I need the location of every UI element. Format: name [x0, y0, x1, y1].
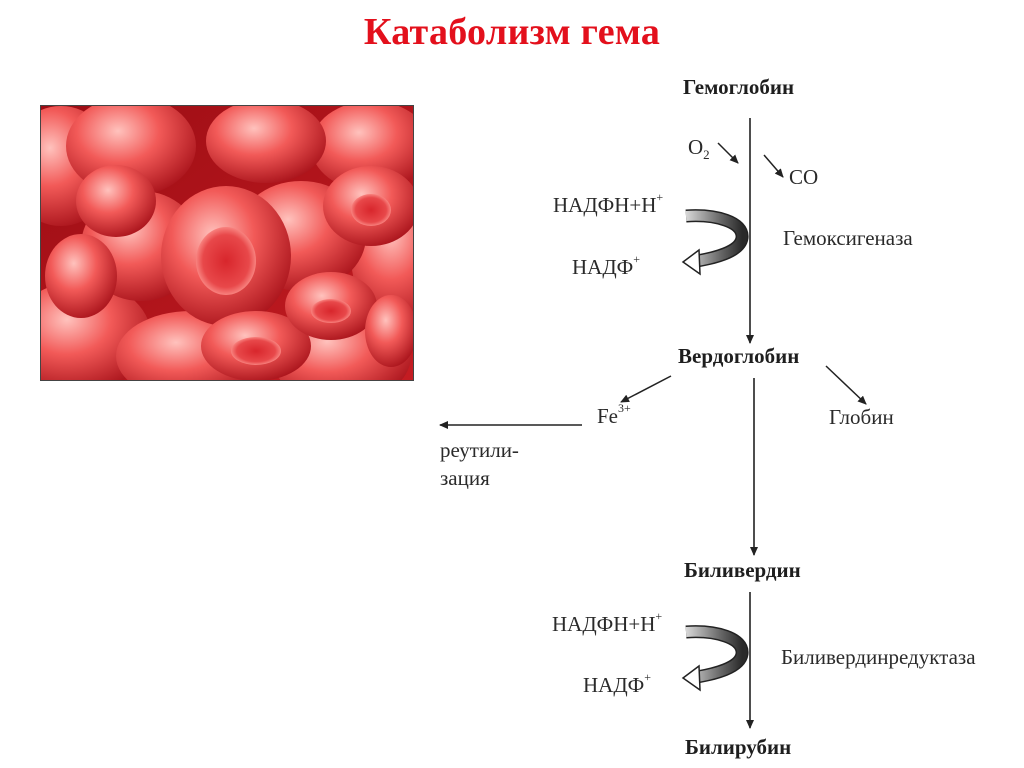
enzyme-biliverdin-reductase: Биливердинредуктаза — [781, 645, 976, 669]
red-blood-cells-image — [40, 105, 414, 381]
arrow-to-fe — [620, 375, 672, 403]
fe-label: Fe3+ — [597, 401, 631, 428]
enzyme-heme-oxygenase: Гемоксигеназа — [783, 226, 913, 250]
o2-label: O2 — [688, 135, 710, 162]
nadph-cofactor-arrow-1 — [681, 209, 749, 276]
node-verdoglobin: Вердоглобин — [678, 344, 800, 368]
co-label: CO — [789, 165, 819, 189]
node-biliverdin: Биливердин — [684, 558, 801, 582]
reutilization-line2: зация — [440, 466, 490, 490]
nadph-label-2: НАДФН+Н+ — [552, 609, 663, 636]
arrow-to-globin — [825, 365, 867, 405]
globin-label: Глобин — [829, 405, 894, 429]
node-bilirubin: Билирубин — [685, 735, 792, 759]
nadph-cofactor-arrow-2 — [681, 625, 749, 692]
nadp-label-2: НАДФ+ — [583, 670, 652, 697]
arrow-o2-in — [717, 142, 739, 164]
cell-group — [41, 106, 413, 380]
page-title: Катаболизм гема — [363, 11, 661, 53]
arrow-co-out — [763, 154, 784, 178]
nadph-label-1: НАДФН+Н+ — [553, 190, 664, 217]
node-hemoglobin: Гемоглобин — [683, 75, 795, 99]
nadp-label-1: НАДФ+ — [572, 252, 641, 279]
reutilization-line1: реутили- — [440, 438, 519, 462]
